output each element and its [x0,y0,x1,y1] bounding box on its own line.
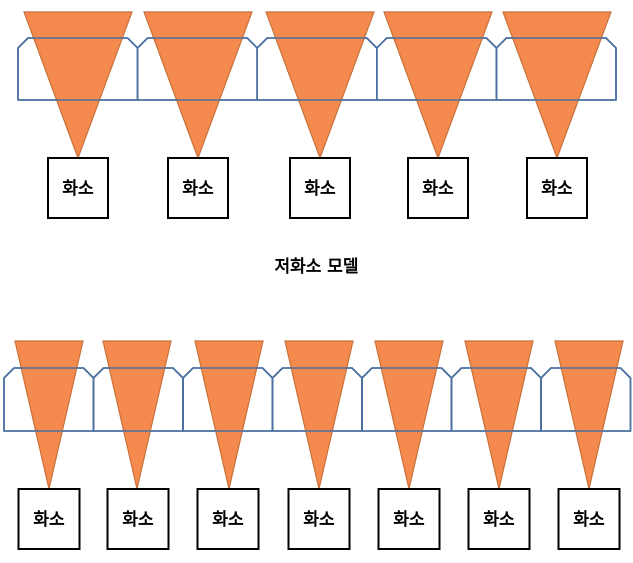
pixel-label: 화소 [541,179,573,199]
lens-outline-overlay [495,37,617,101]
light-cone [284,340,354,490]
pixel-label: 화소 [212,510,244,530]
pixel-box: 화소 [289,157,351,219]
pixel-box: 화소 [167,157,229,219]
pixel-box: 화소 [106,488,170,550]
pixel-box: 화소 [17,488,81,550]
pixel-label: 화소 [303,510,335,530]
pixel-box: 화소 [526,157,588,219]
light-cone [554,340,624,490]
low-pixel-model-caption: 저화소 모델 [274,257,359,277]
light-cone [102,340,172,490]
high-pixel-row: 화소 화소 화소 화소 화소 화소 화소 [3,340,632,550]
pixel-label: 화소 [573,510,605,530]
light-cone [194,340,264,490]
lens-outline-overlay [540,367,632,432]
pixel-box: 화소 [467,488,531,550]
pixel-box: 화소 [196,488,260,550]
light-cone [143,11,253,160]
light-cone [464,340,534,490]
light-cone [14,340,84,490]
pixel-box: 화소 [557,488,621,550]
pixel-label: 화소 [422,179,454,199]
pixel-label: 화소 [483,510,515,530]
pixel-label: 화소 [304,179,336,199]
pixel-label: 화소 [182,179,214,199]
light-cone [383,11,493,160]
light-cone [374,340,444,490]
light-cone [23,11,133,160]
pixel-box: 화소 [377,488,441,550]
pixel-label: 화소 [393,510,425,530]
pixel-box: 화소 [407,157,469,219]
pixel-label: 화소 [33,510,65,530]
pixel-box: 화소 [47,157,109,219]
light-cone [265,11,375,160]
pixel-label: 화소 [62,179,94,199]
low-pixel-row: 화소 화소 화소 화소 화소 [17,11,617,219]
pixel-box: 화소 [287,488,351,550]
pixel-label: 화소 [122,510,154,530]
light-cone [502,11,612,160]
